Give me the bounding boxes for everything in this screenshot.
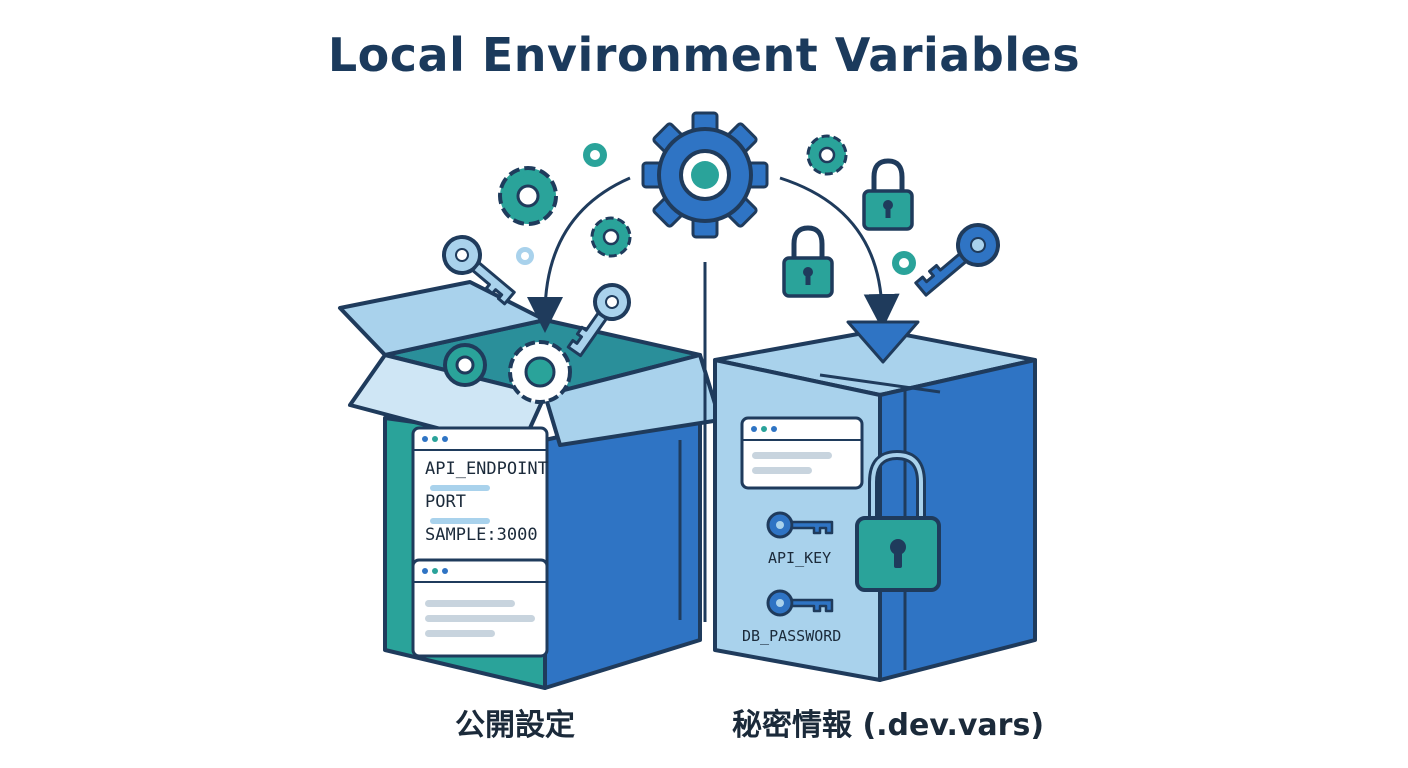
padlock-icon [855,449,941,592]
public-config-box: API_ENDPOINT PORT SAMPLE:3000 [338,280,722,690]
gear-icon [892,251,916,275]
config-line: API_ENDPOINT [425,459,548,479]
key-icon [766,511,834,539]
padlock-icon [782,225,834,298]
box-side-face [543,403,702,690]
config-card [411,558,549,658]
secret-card [740,416,864,490]
secret-key-label: API_KEY [768,549,831,567]
page-title: Local Environment Variables [327,28,1081,82]
gear-icon [516,247,534,265]
gear-icon [806,134,848,176]
gear-icon [583,143,607,167]
config-line: PORT [425,492,466,512]
padlock-icon [862,158,914,231]
gear-icon [498,166,558,226]
secret-key-label: DB_PASSWORD [742,627,841,645]
arrow-to-secret [779,176,900,330]
key-icon [566,283,631,358]
config-line: SAMPLE:3000 [425,525,538,545]
secret-box: API_KEY DB_PASSWORD [713,328,1037,682]
gear-icon [590,216,632,258]
config-card [411,426,549,576]
gear-icon [641,111,769,239]
key-icon [766,589,834,617]
secret-config-caption: 秘密情報 (.dev.vars) [732,708,1045,743]
key-icon [442,235,516,306]
down-arrow-icon [846,320,920,364]
gear-icon [508,340,572,404]
public-config-caption: 公開設定 [455,708,575,743]
gear-icon [443,343,487,387]
arrow-to-public [527,176,631,333]
key-icon [914,223,1000,297]
